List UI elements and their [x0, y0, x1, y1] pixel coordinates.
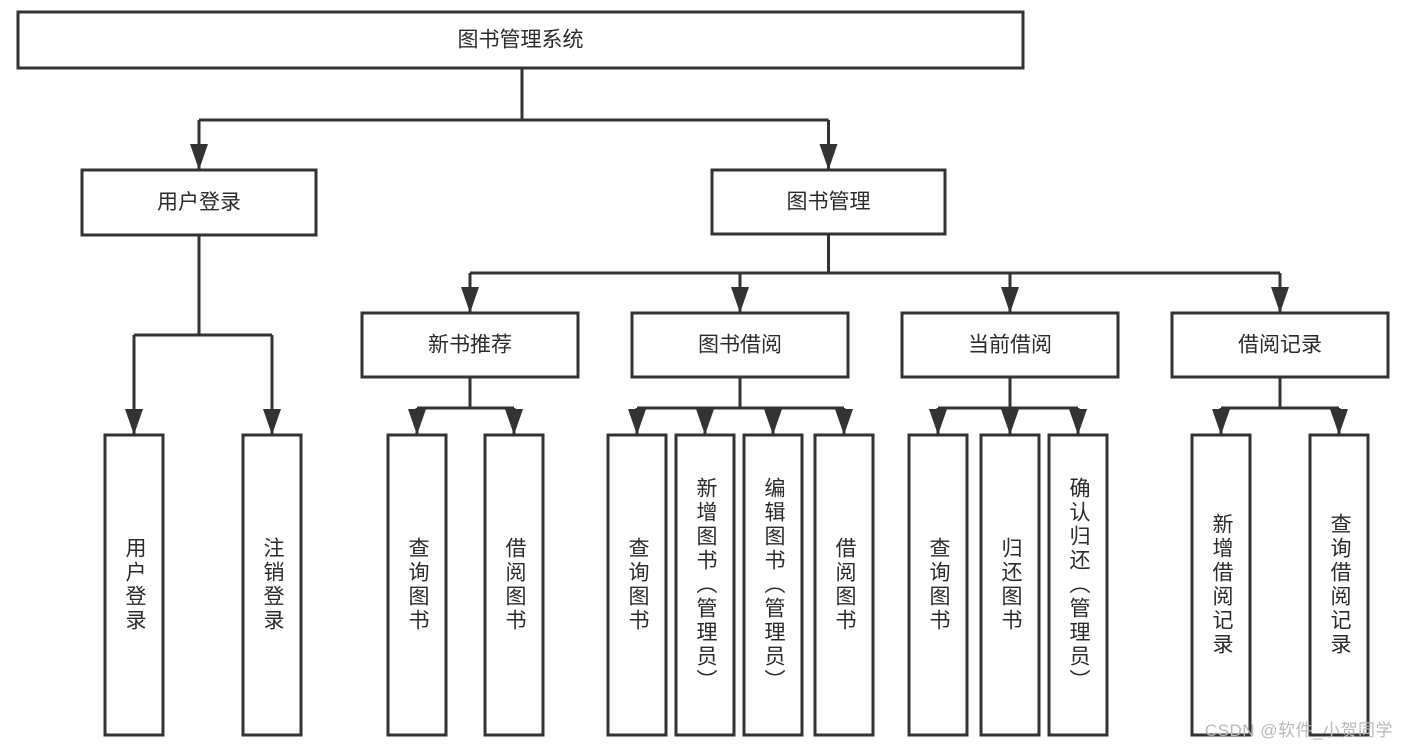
arrow-head-icon: [1330, 409, 1348, 435]
arrow-head-icon: [1212, 409, 1230, 435]
arrow-head-icon: [1069, 409, 1087, 435]
node-box-record-add[interactable]: [1190, 433, 1252, 737]
node-label-user-login: 用户登录: [157, 191, 241, 214]
node-box-book-management[interactable]: [710, 168, 947, 236]
node-box-new-book-recommend[interactable]: [360, 311, 580, 379]
node-box-recommend-borrow-book[interactable]: [483, 433, 545, 737]
node-box-borrow-record[interactable]: [1170, 311, 1390, 379]
arrow-head-icon: [190, 144, 208, 170]
node-box-user-logout[interactable]: [241, 433, 303, 737]
arrow-head-icon: [1271, 287, 1289, 313]
node-box-current-borrow[interactable]: [900, 311, 1120, 379]
watermark: CSDN @软件_小贺同学: [1204, 721, 1393, 740]
arrow-head-icon: [461, 287, 479, 313]
arrow-head-icon: [408, 409, 426, 435]
node-label-new-book-recommend: 新书推荐: [428, 334, 512, 357]
node-box-user-login[interactable]: [80, 168, 318, 237]
node-label-book-management: 图书管理: [787, 191, 871, 214]
node-label-current-borrow: 当前借阅: [968, 334, 1052, 357]
arrow-head-icon: [628, 409, 646, 435]
node-box-recommend-query-book[interactable]: [386, 433, 448, 737]
arrow-head-icon: [764, 409, 782, 435]
node-box-borrow-add-book[interactable]: [674, 433, 736, 737]
node-box-undefined[interactable]: [16, 10, 1025, 70]
arrow-head-icon: [263, 409, 281, 435]
node-box-borrow-edit-book[interactable]: [742, 433, 804, 737]
node-box-current-return-book[interactable]: [979, 433, 1041, 737]
connector-layer: [125, 68, 1348, 435]
node-box-current-query-book[interactable]: [907, 433, 969, 737]
node-box-borrow-query-book[interactable]: [606, 433, 668, 737]
node-box-borrow-borrow-book[interactable]: [813, 433, 875, 737]
arrow-head-icon: [929, 409, 947, 435]
arrow-head-icon: [505, 409, 523, 435]
box-layer: [16, 10, 1390, 737]
arrow-head-icon: [125, 409, 143, 435]
arrow-head-icon: [819, 144, 838, 170]
node-box-book-borrow[interactable]: [630, 311, 850, 379]
arrow-head-icon: [1001, 287, 1019, 313]
arrow-head-icon: [696, 409, 714, 435]
node-box-record-query[interactable]: [1308, 433, 1370, 737]
node-label-borrow-record: 借阅记录: [1238, 334, 1322, 357]
node-label-book-borrow: 图书借阅: [698, 334, 782, 357]
node-box-current-confirm-return[interactable]: [1047, 433, 1109, 737]
arrow-head-icon: [835, 409, 853, 435]
arrow-head-icon: [731, 287, 749, 313]
arrow-head-icon: [1001, 409, 1019, 435]
node-box-user-login-do[interactable]: [103, 433, 165, 737]
node-label-undefined: 图书管理系统: [458, 29, 584, 52]
